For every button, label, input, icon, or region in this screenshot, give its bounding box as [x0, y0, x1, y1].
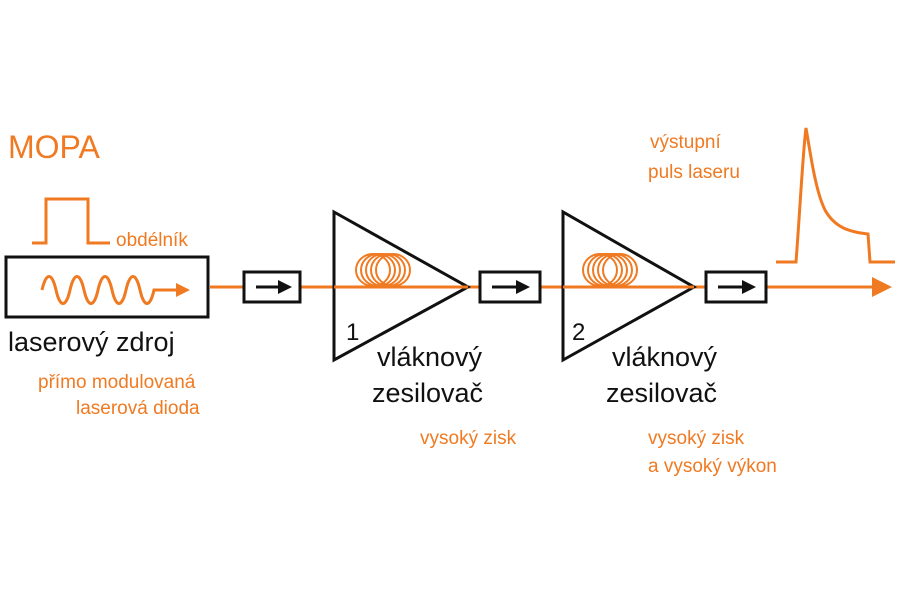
isolator-2-arrowhead [516, 280, 530, 294]
isolator-3-arrowhead [742, 280, 756, 294]
output-pulse-shape [776, 127, 895, 264]
source-name: laserový zdroj [8, 327, 175, 357]
amplifier-2-note-line1: vysoký zisk [648, 428, 745, 449]
rectangular-pulse-shape [32, 197, 110, 245]
amplifier-2-name-line2: zesilovač [606, 378, 717, 408]
laser-source-box [4, 255, 210, 319]
fiber-coil-icon-1 [355, 253, 411, 287]
amplifier-2-note-line2: a vysoký výkon [648, 456, 777, 477]
output-label-line1: výstupní [650, 132, 721, 153]
pulse-label: obdélník [116, 230, 188, 251]
amplifier-1-number: 1 [346, 319, 359, 346]
amplifier-1-name-line1: vláknový [377, 342, 483, 372]
source-description-line2: laserová dioda [76, 398, 200, 419]
isolator-1-arrowhead [278, 280, 292, 294]
source-description-line1: přímo modulovaná [38, 372, 196, 393]
wave-arrowhead [176, 283, 190, 297]
amplifier-2-name-line1: vláknový [612, 342, 718, 372]
amplifier-1-name-line2: zesilovač [372, 378, 483, 408]
amplifier-2-number: 2 [572, 319, 585, 346]
fiber-coil-icon-2 [582, 253, 638, 287]
diagram-title: MOPA [8, 129, 101, 165]
output-label-line2: puls laseru [648, 162, 740, 183]
wave-icon [40, 275, 180, 305]
output-arrowhead [872, 277, 892, 297]
amplifier-1-note: vysoký zisk [420, 428, 517, 449]
